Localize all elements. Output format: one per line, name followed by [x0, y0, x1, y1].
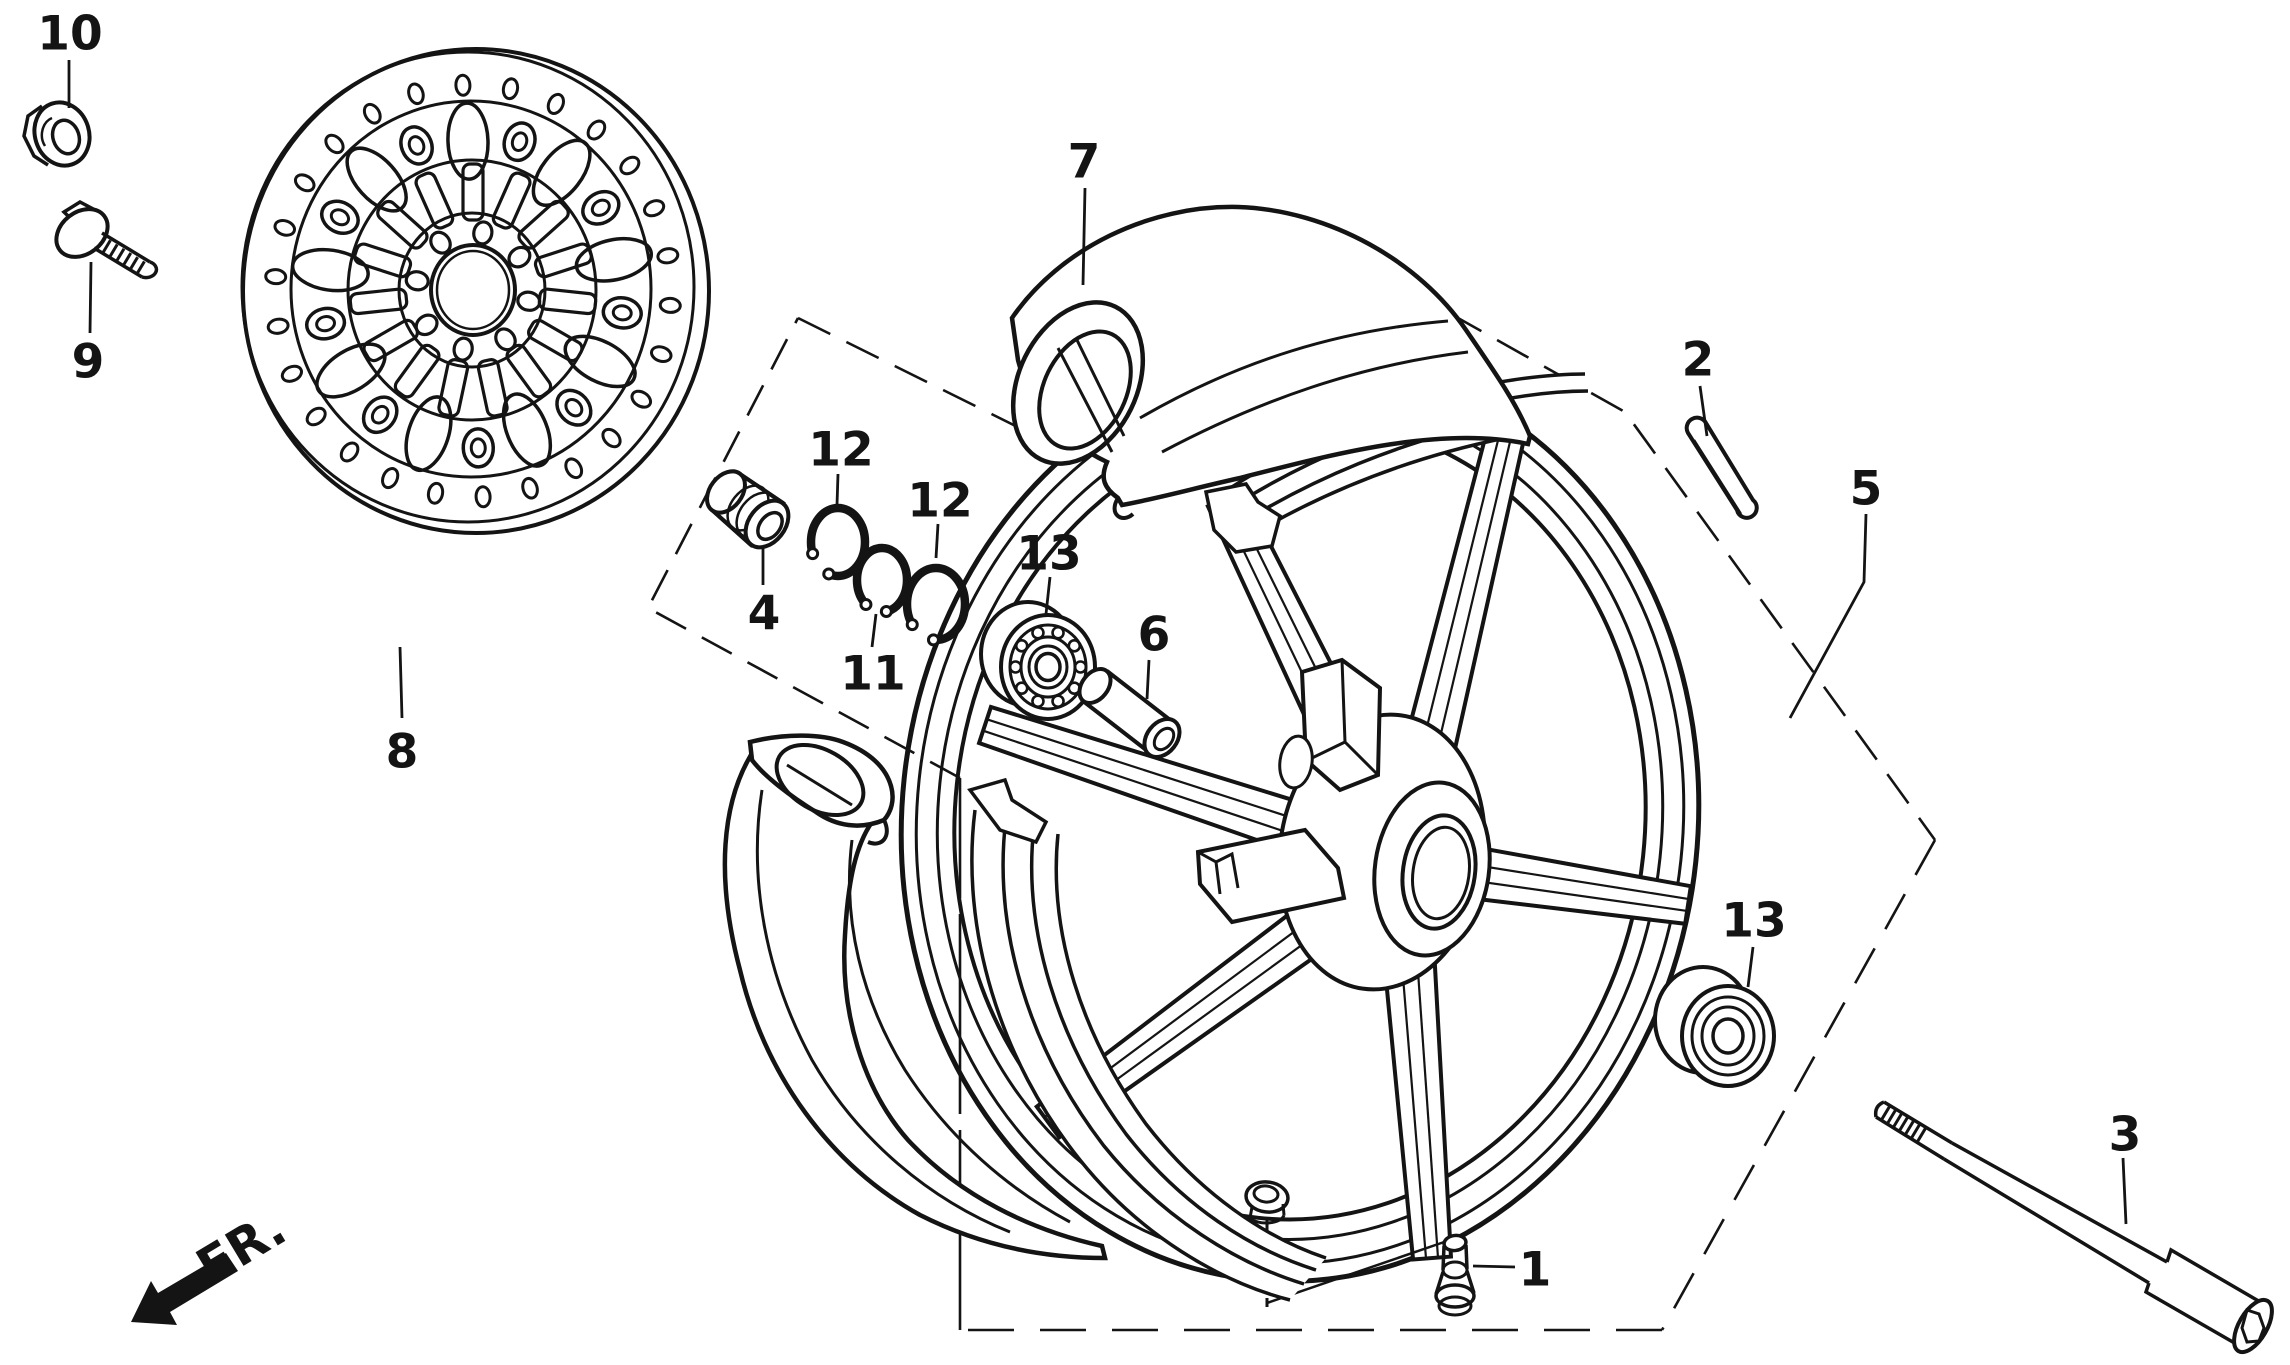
brake-disc [240, 47, 711, 535]
callout-13b-label: 13 [1721, 894, 1786, 949]
spacer [1077, 667, 1182, 759]
valve-stem [1434, 1233, 1476, 1317]
rim-half-lower [967, 777, 1327, 1302]
callout-12a-leader [835, 473, 840, 506]
bearing-left [979, 600, 1097, 721]
collar [705, 469, 791, 550]
callout-7-leader [1081, 187, 1087, 286]
tire-half-upper [1009, 204, 1533, 520]
flange-nut [22, 100, 92, 168]
callout-12b-leader [934, 523, 940, 559]
callout-11-label: 11 [840, 647, 905, 702]
callout-4-label: 4 [748, 587, 781, 642]
callout-2-leader [1698, 385, 1709, 437]
callout-12a-label: 12 [808, 423, 873, 478]
flange-bolt [54, 199, 159, 280]
circlip-12a [794, 503, 870, 592]
callouts: 10 9 8 7 4 12 11 12 13 6 2 5 13 3 1 [37, 7, 2141, 1298]
tire-half-lower [722, 733, 1108, 1261]
callout-12b-label: 12 [907, 474, 972, 529]
callout-3-leader [2121, 1157, 2128, 1225]
circlips [794, 503, 970, 661]
wheel-hub [1195, 657, 1492, 992]
callout-1-label: 1 [1519, 1243, 1552, 1298]
callout-13b-leader [1746, 946, 1755, 988]
callout-13a-label: 13 [1016, 527, 1081, 582]
callout-1-leader [1472, 1264, 1516, 1269]
circlip-12b [898, 563, 970, 661]
callout-8-leader [398, 646, 404, 719]
callout-11-leader [870, 613, 878, 648]
callout-3-label: 3 [2109, 1108, 2142, 1163]
callout-6-label: 6 [1138, 608, 1171, 663]
hub-left-lug [1195, 827, 1347, 925]
callout-9-leader [88, 261, 93, 334]
axle [1873, 1100, 2274, 1355]
callout-5-leader [1788, 513, 1868, 719]
callout-10-label: 10 [37, 7, 102, 62]
callout-2-label: 2 [1682, 333, 1715, 388]
wheel-weight [1684, 415, 1759, 520]
circlip-11 [852, 543, 912, 634]
callout-7-label: 7 [1068, 135, 1101, 190]
fr-direction-arrow: FR. [131, 1199, 296, 1325]
bearing-right [1653, 965, 1776, 1088]
callout-6-leader [1145, 659, 1151, 700]
callout-8-label: 8 [386, 725, 419, 780]
callout-13a-leader [1044, 576, 1052, 615]
callout-9-label: 9 [72, 335, 105, 390]
callout-5-label: 5 [1850, 462, 1883, 517]
